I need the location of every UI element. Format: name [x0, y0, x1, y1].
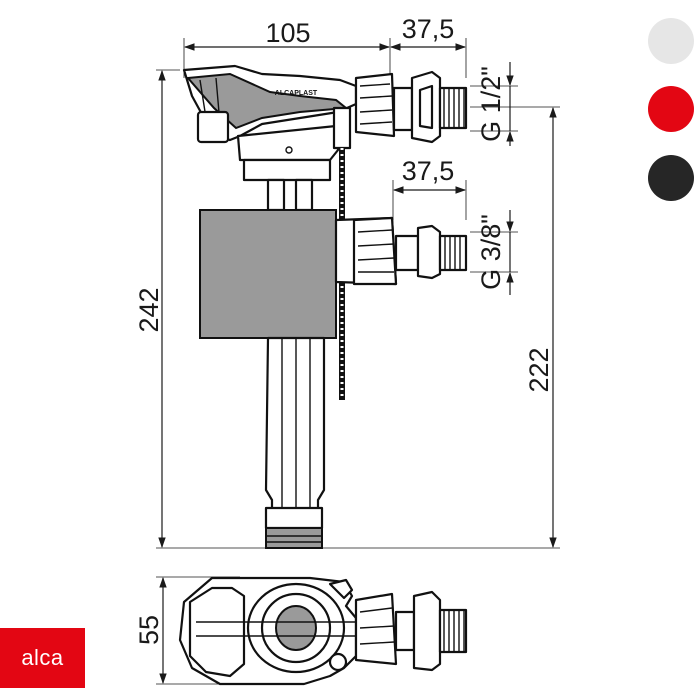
dim-label-37-5-mid: 37,5: [402, 156, 455, 186]
color-swatch-black[interactable]: [648, 155, 694, 201]
color-swatch-white[interactable]: [648, 18, 694, 64]
inlet-connector-mid: [334, 216, 468, 286]
dim-label-222: 222: [524, 347, 554, 392]
dimension-top-offset: 37,5: [389, 14, 467, 78]
dimension-thread-mid: G 3/8": [470, 210, 518, 295]
fill-valve-plan-view: [178, 576, 468, 686]
logo-text: alca: [21, 645, 64, 670]
dimension-inlet-height: 222: [320, 106, 560, 549]
dimension-top-width: 105: [183, 18, 391, 78]
dimension-total-height: 242: [134, 69, 270, 549]
dimension-bottom-width: 55: [134, 576, 240, 685]
fill-valve-front-view: ALCAPLAST: [182, 64, 468, 549]
inlet-connector-top: [354, 70, 468, 144]
color-swatch-red[interactable]: [648, 86, 694, 132]
dimension-mid-offset: 37,5: [392, 156, 467, 220]
float-chamber: [199, 209, 337, 339]
thread-label-g-3-8: G 3/8": [476, 214, 506, 290]
thread-label-g-1-2: G 1/2": [476, 66, 506, 142]
alca-logo: alca: [0, 628, 85, 688]
dim-label-242: 242: [134, 287, 164, 332]
dim-label-55: 55: [134, 615, 164, 645]
dimension-thread-top: G 1/2": [470, 62, 518, 146]
dim-label-37-5-top: 37,5: [402, 14, 455, 44]
valve-brand-label: ALCAPLAST: [275, 90, 318, 97]
dim-label-105: 105: [265, 18, 310, 48]
